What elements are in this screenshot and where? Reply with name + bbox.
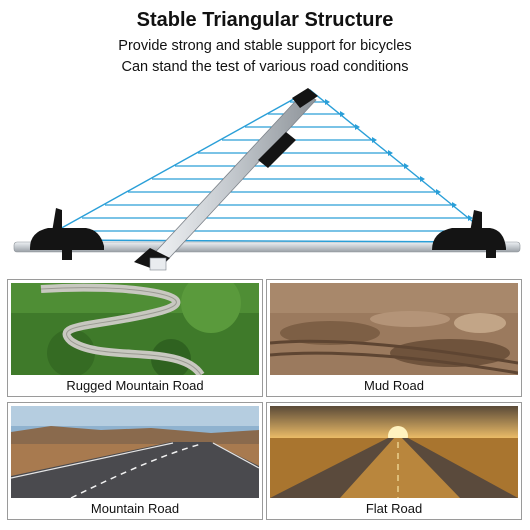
- winding-mountain-road-image: [11, 283, 259, 375]
- page-title: Stable Triangular Structure: [136, 9, 394, 31]
- road-panel-mud: Mud Road: [266, 279, 522, 397]
- triangle-diagram: [37, 89, 500, 243]
- straight-sunset-road-image: [270, 406, 518, 498]
- right-wheel-bracket: [432, 210, 506, 258]
- panel-caption: Flat Road: [365, 501, 423, 516]
- left-wheel-bracket: [30, 208, 104, 260]
- subtitle-line-1: Provide strong and stable support for bi…: [118, 38, 412, 54]
- panel-caption: Mountain Road: [90, 501, 180, 516]
- road-panel-flat: Flat Road: [266, 402, 522, 520]
- rack-arm: [134, 88, 318, 271]
- subtitle-line-2: Can stand the test of various road condi…: [121, 59, 409, 75]
- curving-asphalt-road-image: [11, 406, 259, 498]
- bike-rack-illustration: [13, 88, 521, 271]
- road-panel-rugged-mountain: Rugged Mountain Road: [7, 279, 263, 397]
- panel-caption: Mud Road: [364, 378, 424, 393]
- panel-caption: Rugged Mountain Road: [66, 378, 204, 393]
- road-panel-mountain: Mountain Road: [7, 402, 263, 520]
- muddy-road-image: [270, 283, 518, 375]
- rack-rail: [13, 241, 521, 253]
- triangle-arrowheads: [325, 99, 473, 221]
